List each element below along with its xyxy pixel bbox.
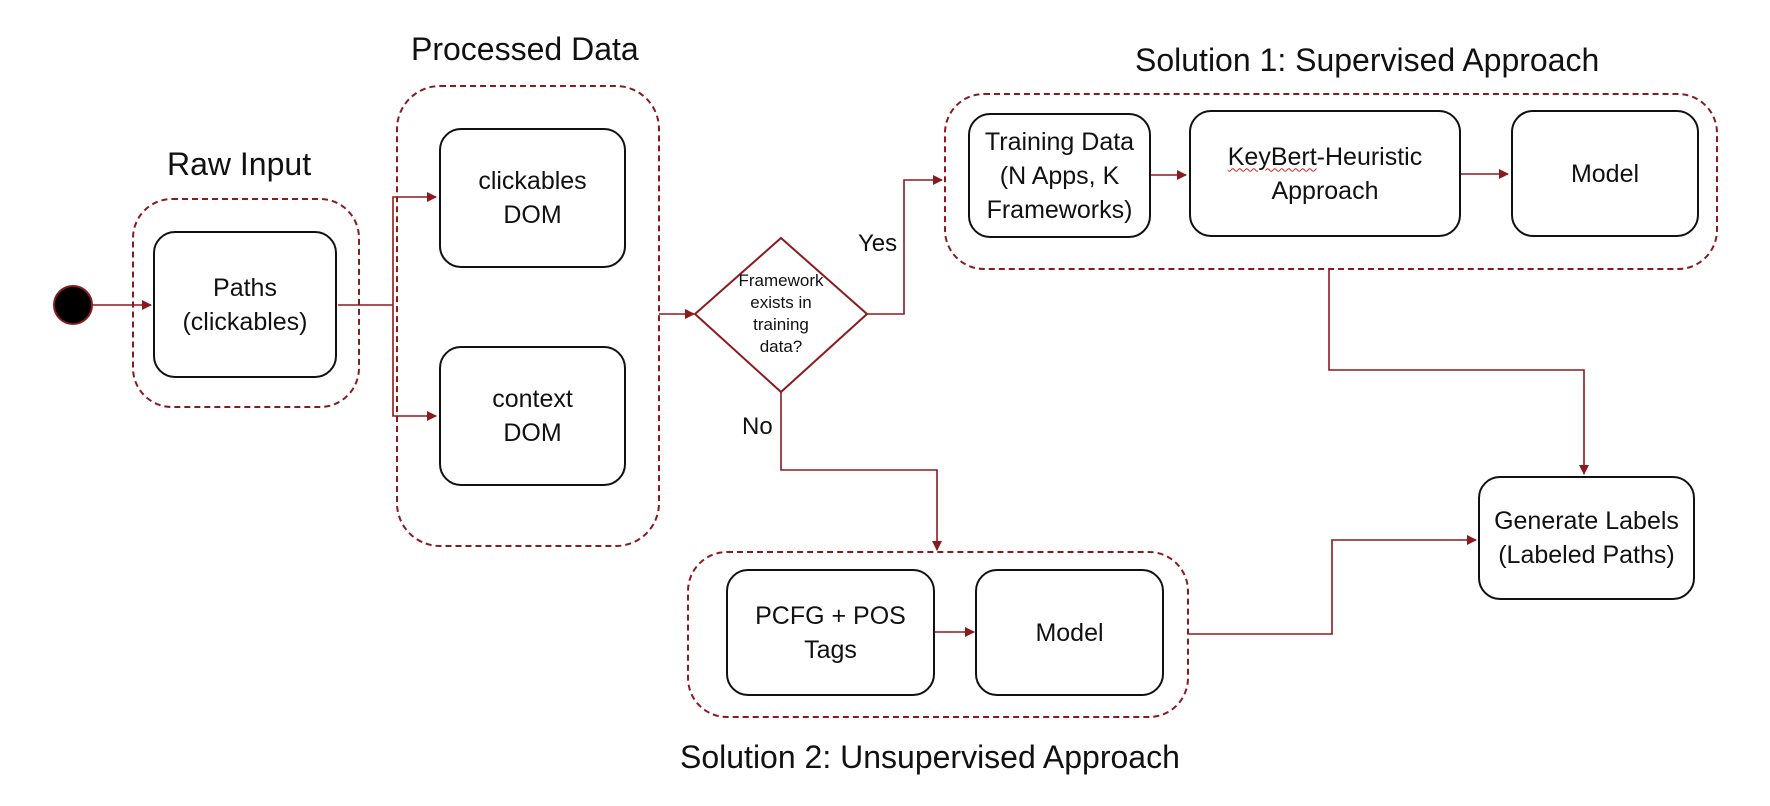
solution1-group [944, 93, 1718, 270]
solution2-title: Solution 2: Unsupervised Approach [680, 739, 1180, 775]
edge-split-to-clickables [392, 192, 437, 305]
edge-solution1-to-generate [1328, 270, 1589, 475]
context-dom-label: context DOM [492, 385, 573, 447]
model-node-unsupervised: Model [975, 569, 1164, 696]
solution2-group [687, 551, 1189, 718]
raw-input-title: Raw Input [167, 146, 312, 182]
start-node [53, 285, 93, 325]
solution1-title: Solution 1: Supervised Approach [1135, 42, 1600, 78]
model-node-supervised: Model [1511, 110, 1699, 237]
context-dom-node: context DOM [439, 346, 626, 486]
processed-data-title: Processed Data [411, 31, 639, 67]
generate-labels-label: Generate Labels (Labeled Paths) [1494, 507, 1679, 569]
clickables-dom-label: clickables DOM [478, 167, 587, 229]
generate-labels-node: Generate Labels (Labeled Paths) [1478, 476, 1695, 600]
training-data-node: Training Data (N Apps, K Frameworks) [968, 113, 1151, 238]
clickables-dom-node: clickables DOM [439, 128, 626, 268]
edge-label-yes: Yes [858, 230, 898, 257]
paths-node: Paths (clickables) [153, 231, 337, 378]
model-node-supervised-label: Model [1570, 159, 1640, 188]
edge-split-to-context [392, 305, 437, 421]
keybert-label: KeyBert-Heuristic Approach [1228, 140, 1423, 208]
raw-input-group [132, 198, 360, 408]
pcfg-node: PCFG + POS Tags [726, 569, 935, 696]
edge-no-to-solution2 [780, 392, 942, 551]
pcfg-label: PCFG + POS Tags [755, 601, 906, 664]
processed-data-group [396, 85, 660, 547]
decision-label: Framework exists in training data? [738, 271, 824, 356]
edge-label-no: No [742, 413, 773, 440]
training-data-label: Training Data (N Apps, K Frameworks) [984, 127, 1135, 224]
paths-node-label: Paths (clickables) [182, 273, 308, 336]
edge-yes-to-training [867, 175, 943, 315]
keybert-word: KeyBert [1227, 142, 1317, 171]
keybert-node: KeyBert-Heuristic Approach [1189, 110, 1461, 237]
model-node-unsupervised-label: Model [1035, 618, 1104, 647]
keybert-rest: -Heuristic Approach [1271, 142, 1423, 205]
edge-solution2-to-generate [1189, 535, 1477, 635]
